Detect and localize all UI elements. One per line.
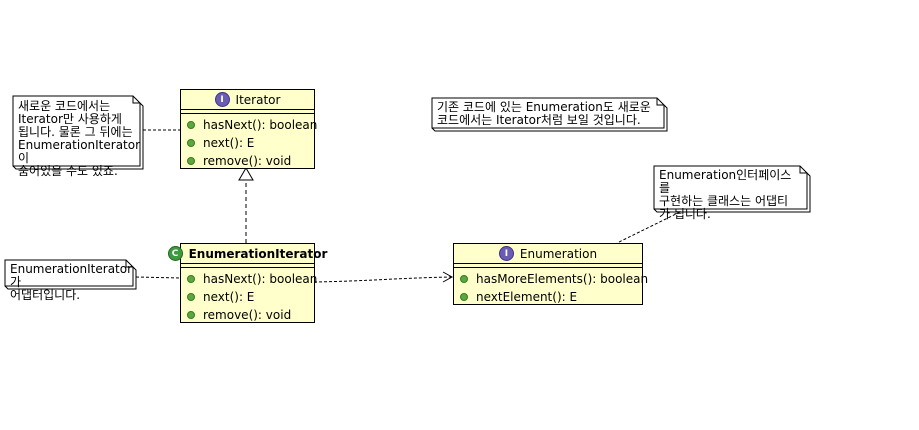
note-adapter: EnumerationIterator가 어댑터입니다. — [5, 260, 133, 302]
note-enumeration: Enumeration인터페이스를 구현하는 클래스는 어댑티 가 됩니다. — [654, 166, 807, 221]
public-method-icon — [460, 293, 468, 301]
public-method-icon — [187, 293, 195, 301]
method-label: remove(): void — [203, 308, 292, 322]
method-row: nextElement(): E — [454, 288, 642, 306]
method-row: next(): E — [181, 134, 314, 152]
dependency-line — [313, 276, 452, 283]
class-enumeration[interactable]: I Enumeration hasMoreElements(): boolean… — [453, 243, 648, 306]
interface-icon: I — [214, 92, 230, 107]
method-row: hasNext(): boolean — [181, 116, 318, 134]
class-enumeration-header: I Enumeration — [454, 244, 642, 264]
class-iterator-methods: hasNext(): boolean next(): E remove(): v… — [181, 114, 318, 170]
note-outline-enumeration — [653, 165, 811, 213]
class-iterator-attributes — [181, 110, 314, 114]
anchor-enumeration-note — [616, 211, 681, 244]
class-iterator[interactable]: I Iterator hasNext(): boolean next(): E … — [180, 89, 318, 170]
public-method-icon — [187, 121, 195, 129]
class-enumeration-iterator-header: C EnumerationIterator — [167, 244, 327, 264]
note-enumeration-text: Enumeration인터페이스를 구현하는 클래스는 어댑티 가 됩니다. — [659, 168, 792, 221]
method-label: hasNext(): boolean — [203, 272, 318, 286]
note-iterator-text: 새로운 코드에서는 Iterator만 사용하게 됩니다. 물론 그 뒤에는 E… — [18, 99, 141, 178]
class-enumeration-attributes — [454, 264, 642, 268]
class-enumeration-name: Enumeration — [519, 246, 598, 261]
anchor-adapter-note — [135, 276, 181, 279]
note-outline-iterator — [12, 95, 144, 170]
method-label: nextElement(): E — [476, 290, 578, 304]
method-row: next(): E — [181, 288, 314, 306]
dependency-arrowhead — [442, 271, 454, 283]
method-label: hasNext(): boolean — [203, 118, 318, 132]
class-enumeration-iterator-name: EnumerationIterator — [188, 246, 328, 261]
note-adapter-text: EnumerationIterator가 어댑터입니다. — [10, 262, 133, 302]
method-row: remove(): void — [181, 152, 314, 170]
public-method-icon — [187, 275, 195, 283]
note-legacy: 기존 코드에 있는 Enumeration도 새로운 코드에서는 Iterato… — [432, 98, 664, 128]
method-row: hasMoreElements(): boolean — [454, 270, 648, 288]
public-method-icon — [460, 275, 468, 283]
class-enumeration-iterator[interactable]: C EnumerationIterator hasNext(): boolean… — [167, 243, 327, 324]
class-iterator-header: I Iterator — [181, 90, 314, 110]
public-method-icon — [187, 139, 195, 147]
method-label: next(): E — [203, 290, 255, 304]
class-icon: C — [167, 246, 183, 261]
method-label: remove(): void — [203, 154, 292, 168]
note-legacy-text: 기존 코드에 있는 Enumeration도 새로운 코드에서는 Iterato… — [437, 100, 651, 127]
method-row: remove(): void — [181, 306, 314, 324]
method-row: hasNext(): boolean — [181, 270, 318, 288]
note-iterator: 새로운 코드에서는 Iterator만 사용하게 됩니다. 물론 그 뒤에는 E… — [13, 96, 140, 178]
note-outline-legacy — [431, 97, 668, 132]
class-iterator-name: Iterator — [235, 92, 281, 107]
interface-icon: I — [498, 246, 514, 261]
class-enumeration-methods: hasMoreElements(): boolean nextElement()… — [454, 268, 648, 306]
class-enumeration-iterator-methods: hasNext(): boolean next(): E remove(): v… — [181, 268, 318, 324]
public-method-icon — [187, 157, 195, 165]
method-label: hasMoreElements(): boolean — [476, 272, 649, 286]
method-label: next(): E — [203, 136, 255, 150]
public-method-icon — [187, 311, 195, 319]
class-enumeration-iterator-attributes — [181, 264, 314, 268]
note-outline-adapter — [4, 259, 137, 290]
realization-arrowhead — [238, 167, 254, 181]
